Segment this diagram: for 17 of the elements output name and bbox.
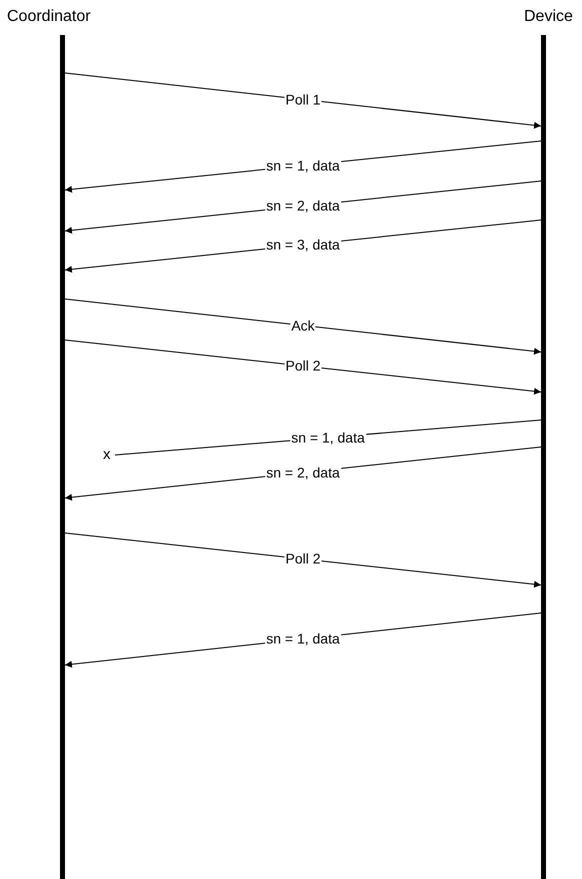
edge-label: sn = 2, data — [265, 198, 341, 214]
edge-label: sn = 1, data — [290, 430, 366, 445]
edge-label: sn = 1, data — [265, 632, 341, 646]
lost-message-mark: x — [103, 447, 115, 463]
edge-label: Poll 2 — [284, 358, 322, 374]
message-arrow — [64, 298, 542, 355]
lifeline-title: Device — [524, 8, 573, 26]
edge-label: sn = 3, data — [265, 238, 341, 252]
lifeline-title: Coordinator — [7, 8, 91, 26]
edge-label: sn = 1, data — [265, 158, 341, 173]
message-arrow — [64, 340, 542, 395]
message-arrow — [64, 72, 542, 129]
edge-label: Ack — [290, 318, 316, 333]
edge-label: sn = 2, data — [265, 465, 341, 480]
message-arrow — [64, 532, 542, 588]
edge-label: Poll 1 — [284, 92, 322, 107]
edge-label: Poll 2 — [284, 552, 322, 566]
